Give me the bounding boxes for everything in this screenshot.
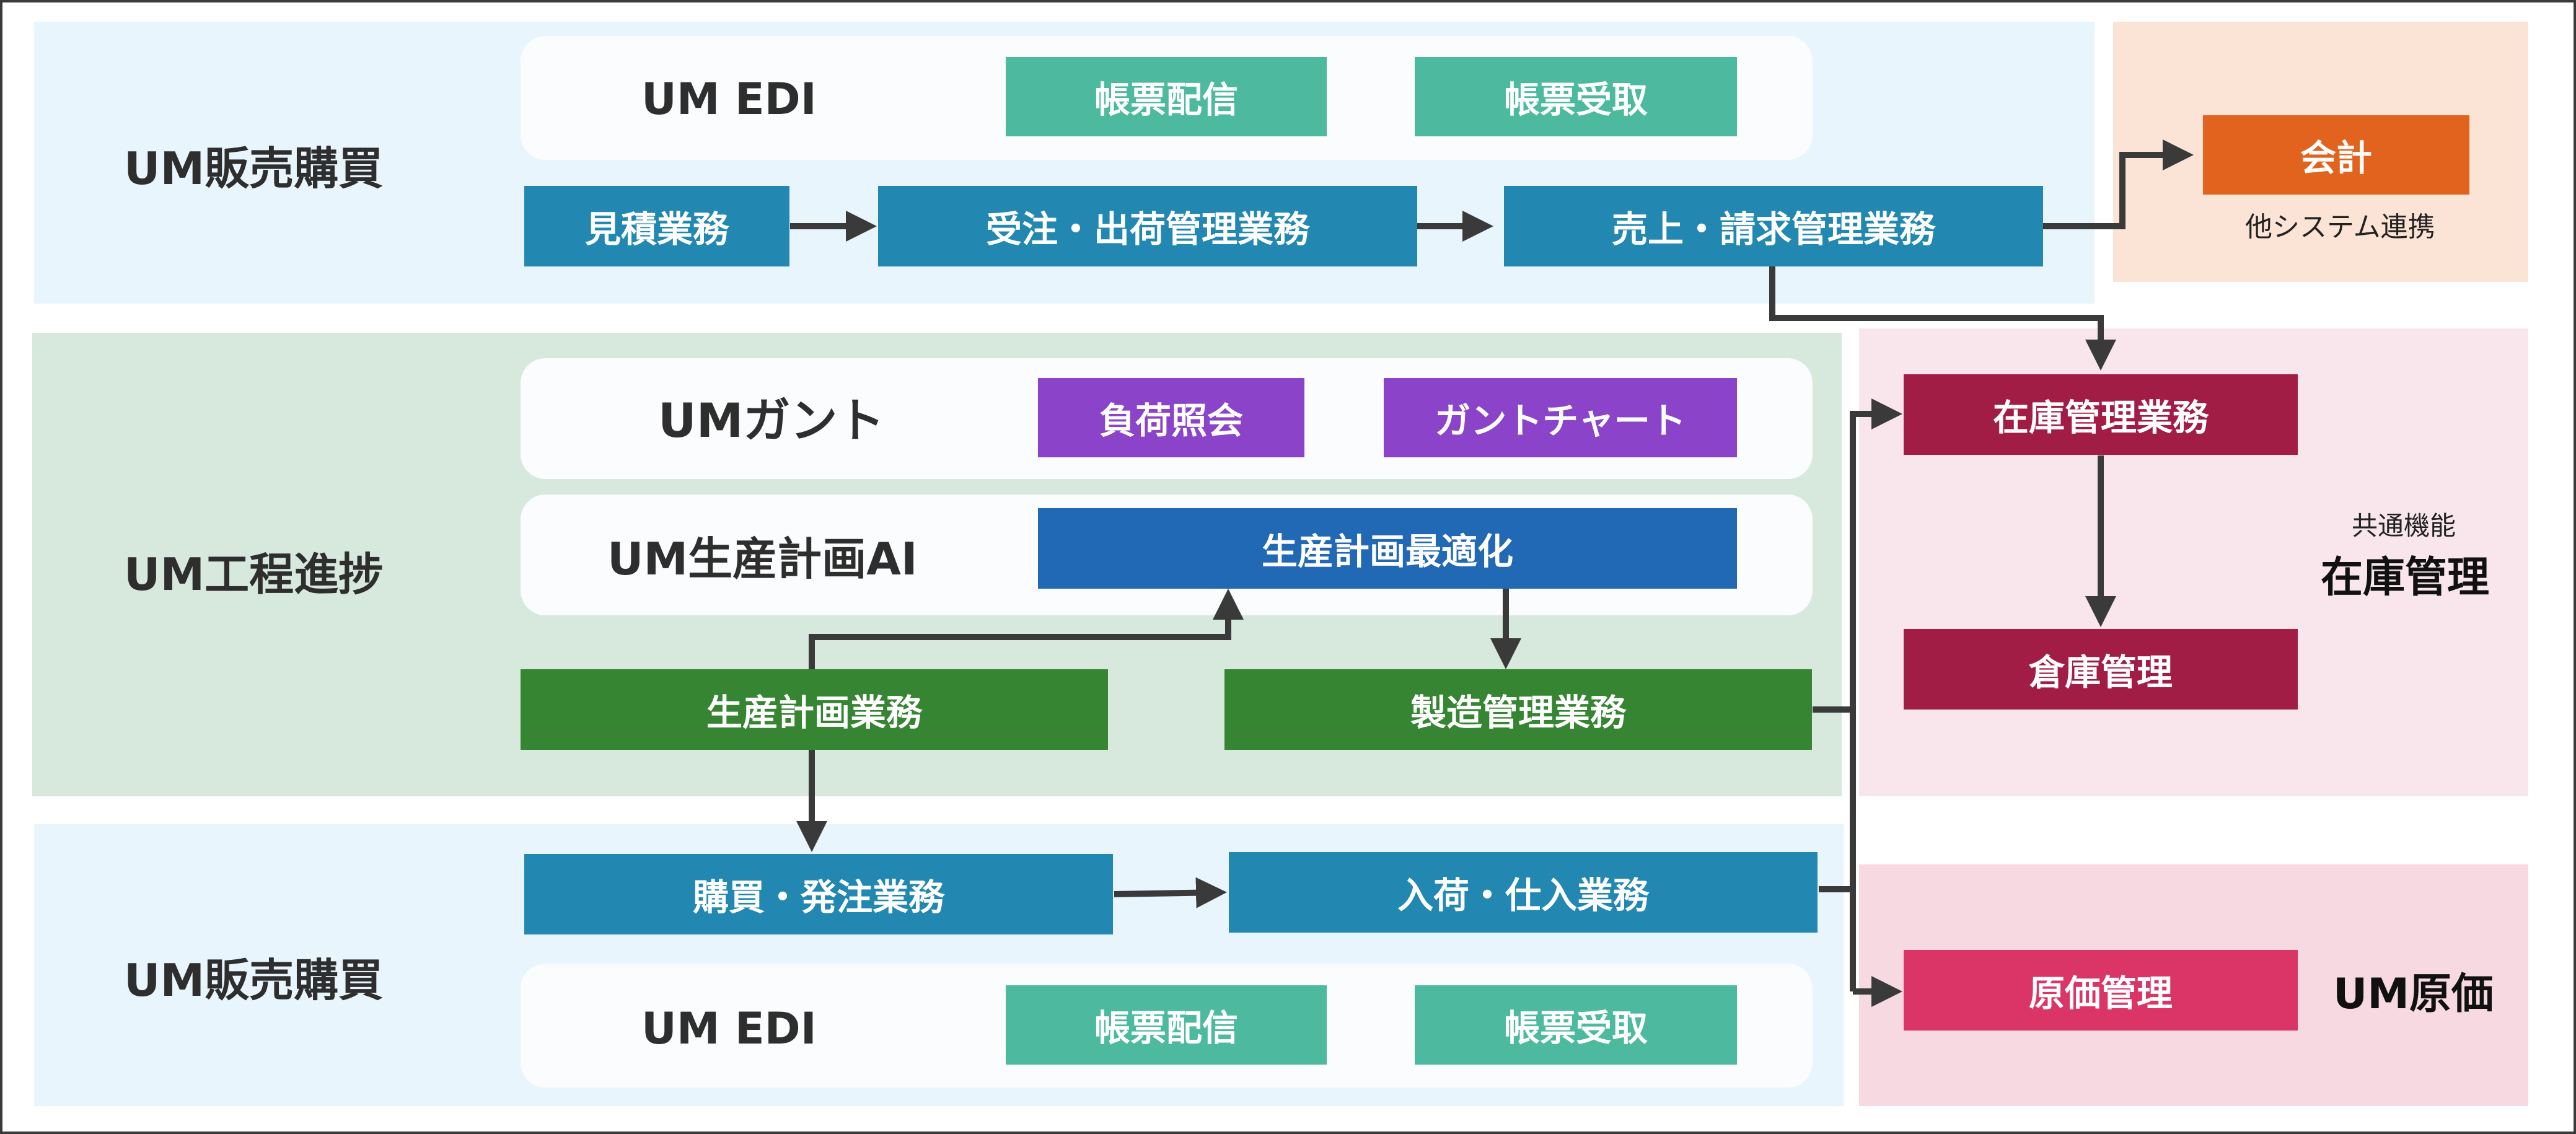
bottom-form-receipt-box: 帳票受取 [1415,985,1737,1065]
top-form-delivery-box: 帳票配信 [1006,57,1327,136]
accounting-box: 会計 [2203,115,2469,195]
ai-title: UM生産計画AI [607,532,918,585]
gantt-title: UMガント [658,393,885,448]
inventory-task-box: 在庫管理業務 [1904,374,2298,455]
gantt-chart-box: ガントチャート [1384,378,1737,457]
arrow-plan-to-ai [809,589,1244,669]
arrow-purchase-to-receiving [1114,877,1227,908]
arrow-sales-to-inventory [1769,263,2116,371]
plan-optimization-box: 生産計画最適化 [1038,508,1737,589]
purchase-order-task-box: 購買・発注業務 [524,854,1113,934]
production-planning-task-box: 生産計画業務 [521,669,1108,750]
arrow-sales-to-accounting [2043,139,2194,229]
bottom-edi-title: UM EDI [641,1003,817,1054]
sales-billing-task-box: 売上・請求管理業務 [1504,186,2043,266]
accounting-caption: 他システム連携 [2245,211,2435,243]
receiving-task-box: 入荷・仕入業務 [1229,852,1818,933]
top-group-label: UM販売購買 [124,142,384,195]
load-inquiry-box: 負荷照会 [1038,378,1304,457]
top-edi-title: UM EDI [641,74,817,125]
arrow-common-to-inventory [1850,398,1902,991]
top-form-receipt-box: 帳票受取 [1415,57,1737,136]
bottom-form-delivery-box: 帳票配信 [1006,985,1327,1065]
cost-management-box: 原価管理 [1904,950,2298,1031]
quote-task-box: 見積業務 [524,186,789,266]
bottom-group-label: UM販売購買 [124,954,384,1006]
inventory-caption: 共通機能 [2352,511,2456,541]
cost-title: UM原価 [2333,970,2494,1019]
manufacturing-task-box: 製造管理業務 [1224,669,1812,750]
order-shipping-task-box: 受注・出荷管理業務 [878,186,1417,266]
process-group-label: UM工程進捗 [124,548,384,600]
warehouse-box: 倉庫管理 [1904,629,2298,710]
inventory-title: 在庫管理 [2321,553,2490,602]
